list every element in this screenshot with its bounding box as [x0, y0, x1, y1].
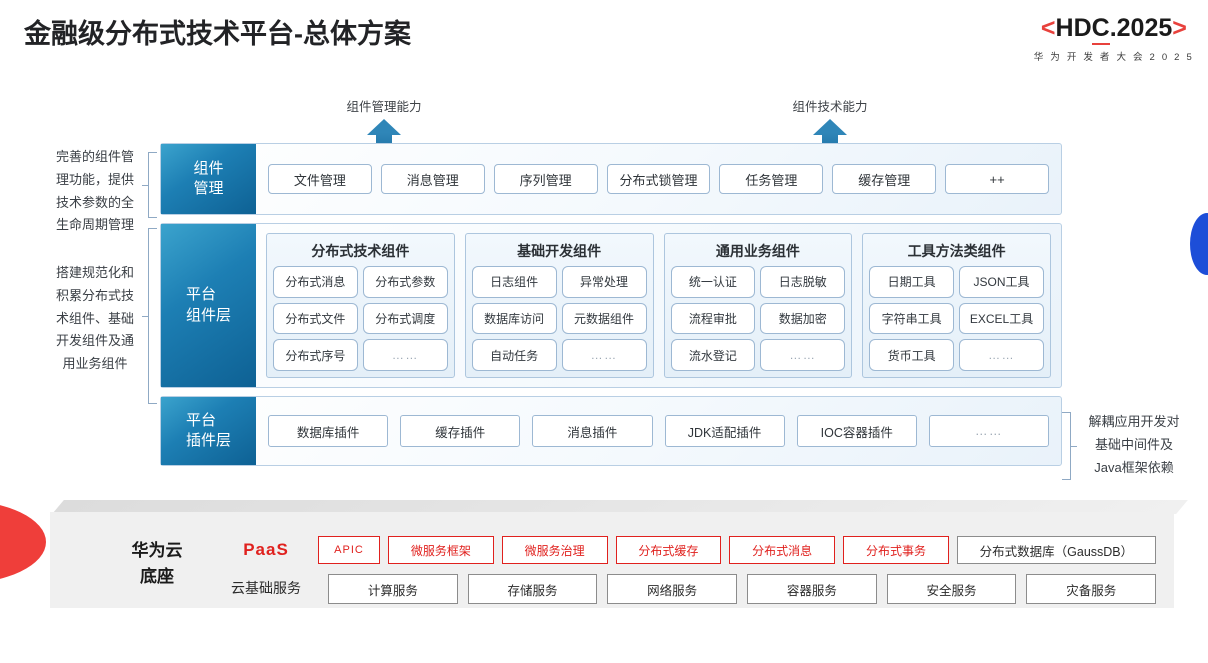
group-title: 分布式技术组件 — [311, 243, 410, 259]
cell-item[interactable]: EXCEL工具 — [959, 302, 1044, 335]
chip-more[interactable]: ++ — [945, 164, 1050, 194]
group-utility-method-components: 工具方法类组件 日期工具 JSON工具 字符串工具 EXCEL工具 货币工具 …… — [862, 233, 1051, 378]
cell-item[interactable]: 货币工具 — [869, 339, 955, 371]
paas-chip-apic[interactable]: APIC — [318, 536, 380, 564]
cell-item[interactable]: 字符串工具 — [869, 302, 955, 335]
cloud-service-row: 计算服务 存储服务 网络服务 容器服务 安全服务 灾备服务 — [328, 574, 1157, 604]
platform-plugin-items: 数据库插件 缓存插件 消息插件 JDK适配插件 IOC容器插件 …… — [256, 397, 1061, 465]
group-basic-development-components: 基础开发组件 日志组件 异常处理 数据库访问 元数据组件 自动任务 …… — [464, 233, 654, 378]
logo-text-b: .2025 — [1109, 14, 1173, 42]
annotation-left-top: 完善的组件管理功能，提供技术参数的全生命周期管理 — [55, 149, 134, 233]
cell-item[interactable]: 分布式序号 — [273, 339, 358, 371]
chip-database-plugin[interactable]: 数据库插件 — [268, 415, 389, 447]
logo-text-c: C — [1091, 14, 1110, 45]
cell-item[interactable]: 数据库访问 — [471, 302, 557, 335]
architecture-stack: 组件管理 文件管理 消息管理 序列管理 分布式锁管理 任务管理 缓存管理 ++ … — [160, 143, 1062, 466]
chip-ioc-container-plugin[interactable]: IOC容器插件 — [796, 415, 917, 447]
chip-task-management[interactable]: 任务管理 — [719, 164, 824, 194]
chip-jdk-adapter-plugin[interactable]: JDK适配插件 — [664, 415, 785, 447]
group-general-business-components: 通用业务组件 统一认证 日志脱敏 流程审批 数据加密 流水登记 …… — [663, 233, 853, 378]
hdc-logo: <HDC.2025> 华 为 开 发 者 大 会 2 0 2 5 — [1033, 14, 1194, 63]
brace-left-top — [142, 152, 158, 218]
cell-item[interactable]: 日志脱敏 — [760, 266, 846, 298]
platform-component-groups: 分布式技术组件 分布式消息 分布式参数 分布式文件 分布式调度 分布式序号 ……… — [256, 224, 1061, 387]
logo-text-a: HD — [1055, 14, 1092, 42]
paas-service-row: APIC 微服务框架 微服务治理 分布式缓存 分布式消息 分布式事务 分布式数据… — [318, 536, 1156, 564]
paas-label: PaaS — [243, 540, 289, 559]
component-management-items: 文件管理 消息管理 序列管理 分布式锁管理 任务管理 缓存管理 ++ — [256, 144, 1061, 214]
cell-item[interactable]: 自动任务 — [471, 339, 557, 371]
hdc-logo-subtitle: 华 为 开 发 者 大 会 2 0 2 5 — [1033, 52, 1194, 63]
cell-item[interactable]: 异常处理 — [561, 266, 647, 298]
hdc-logo-main: <HDC.2025> — [1034, 14, 1194, 45]
brace-left-bottom — [142, 228, 158, 404]
cell-item[interactable]: JSON工具 — [959, 266, 1044, 298]
cell-item-more[interactable]: …… — [561, 339, 647, 371]
cell-item[interactable]: 流水登记 — [670, 339, 756, 371]
cell-item[interactable]: 分布式消息 — [273, 266, 358, 298]
band-label-platform-component-layer: 平台组件层 — [161, 224, 256, 387]
cloud-chip-disaster-recovery[interactable]: 灾备服务 — [1026, 574, 1157, 604]
cloud-chip-security[interactable]: 安全服务 — [886, 574, 1017, 604]
group-grid: 分布式消息 分布式参数 分布式文件 分布式调度 分布式序号 …… — [273, 266, 448, 371]
cell-item[interactable]: 分布式调度 — [362, 302, 448, 335]
paas-chip-distributed-cache[interactable]: 分布式缓存 — [615, 536, 722, 564]
cell-item[interactable]: 分布式参数 — [362, 266, 448, 298]
paas-chip-distributed-message[interactable]: 分布式消息 — [729, 536, 836, 564]
chip-cache-management[interactable]: 缓存管理 — [832, 164, 937, 194]
cell-item[interactable]: 数据加密 — [760, 302, 846, 335]
group-grid: 统一认证 日志脱敏 流程审批 数据加密 流水登记 …… — [670, 266, 846, 371]
chip-cache-plugin[interactable]: 缓存插件 — [400, 415, 521, 447]
capability-label: 组件管理能力 — [346, 100, 422, 114]
group-grid: 日期工具 JSON工具 字符串工具 EXCEL工具 货币工具 …… — [869, 266, 1044, 371]
logo-left-bracket: < — [1040, 14, 1056, 42]
cell-item[interactable]: 分布式文件 — [273, 302, 358, 335]
capability-label: 组件技术能力 — [792, 100, 868, 114]
cloud-base-title: 华为云底座 — [131, 541, 183, 587]
band-platform-plugin-layer: 平台插件层 数据库插件 缓存插件 消息插件 JDK适配插件 IOC容器插件 …… — [160, 396, 1062, 466]
cell-item-more[interactable]: …… — [959, 339, 1044, 371]
group-distributed-tech-components: 分布式技术组件 分布式消息 分布式参数 分布式文件 分布式调度 分布式序号 …… — [266, 233, 455, 378]
cell-item[interactable]: 流程审批 — [670, 302, 756, 335]
chip-distributed-lock-management[interactable]: 分布式锁管理 — [606, 164, 711, 194]
band-label-component-management: 组件管理 — [161, 144, 256, 214]
band-component-management: 组件管理 文件管理 消息管理 序列管理 分布式锁管理 任务管理 缓存管理 ++ — [160, 143, 1062, 215]
paas-chip-distributed-database[interactable]: 分布式数据库（GaussDB） — [956, 536, 1156, 564]
cloud-chip-container[interactable]: 容器服务 — [747, 574, 877, 604]
cloud-basic-service-label: 云基础服务 — [231, 580, 301, 596]
blue-dot-decoration — [1190, 213, 1208, 275]
band-label-platform-plugin-layer: 平台插件层 — [161, 397, 256, 465]
group-title: 通用业务组件 — [715, 243, 800, 259]
group-title: 基础开发组件 — [517, 243, 602, 259]
paas-chip-microservice-framework[interactable]: 微服务框架 — [388, 536, 494, 564]
band-platform-component-layer: 平台组件层 分布式技术组件 分布式消息 分布式参数 分布式文件 分布式调度 分布… — [160, 223, 1062, 388]
cell-item-more[interactable]: …… — [362, 339, 448, 371]
red-wedge-decoration — [0, 500, 46, 584]
chip-sequence-management[interactable]: 序列管理 — [493, 164, 598, 194]
chip-more[interactable]: …… — [928, 415, 1050, 447]
cell-item[interactable]: 元数据组件 — [561, 302, 647, 335]
cloud-chip-network[interactable]: 网络服务 — [607, 574, 738, 604]
page-title: 金融级分布式技术平台-总体方案 — [24, 19, 411, 49]
chip-file-management[interactable]: 文件管理 — [268, 164, 372, 194]
brace-right — [1062, 412, 1078, 480]
annotation-left-bottom: 搭建规范化和积累分布式技术组件、基础开发组件及通用业务组件 — [55, 265, 134, 371]
cell-item[interactable]: 日期工具 — [869, 266, 955, 298]
paas-chip-distributed-transaction[interactable]: 分布式事务 — [843, 536, 949, 564]
cloud-chip-storage[interactable]: 存储服务 — [467, 574, 598, 604]
cell-item-more[interactable]: …… — [760, 339, 846, 371]
paas-chip-microservice-governance[interactable]: 微服务治理 — [501, 536, 608, 564]
huawei-cloud-base-panel: 华为云底座 PaaS 云基础服务 APIC 微服务框架 微服务治理 分布式缓存 … — [50, 512, 1174, 608]
cloud-chip-compute[interactable]: 计算服务 — [328, 574, 458, 604]
group-title: 工具方法类组件 — [907, 243, 1006, 259]
chip-message-plugin[interactable]: 消息插件 — [532, 415, 653, 447]
chip-message-management[interactable]: 消息管理 — [380, 164, 485, 194]
logo-right-bracket: > — [1172, 14, 1187, 42]
cell-item[interactable]: 日志组件 — [471, 266, 557, 298]
group-grid: 日志组件 异常处理 数据库访问 元数据组件 自动任务 …… — [471, 266, 647, 371]
cell-item[interactable]: 统一认证 — [670, 266, 756, 298]
